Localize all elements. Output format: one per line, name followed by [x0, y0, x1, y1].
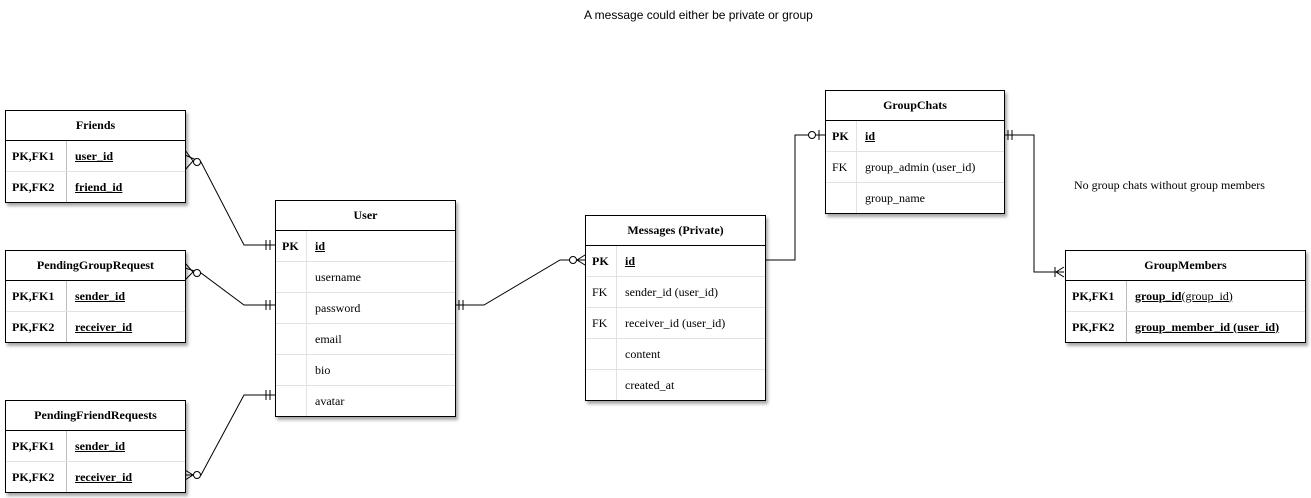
field-name: avatar — [306, 386, 455, 416]
circle-pfr — [193, 471, 201, 479]
field-name: group_member_id (user_id) — [1126, 312, 1305, 342]
crow-foot-friends — [184, 149, 194, 171]
rel-friends-user — [184, 154, 275, 246]
field-name: bio — [306, 355, 455, 385]
bar-groupchats-members — [1007, 130, 1013, 140]
entity-title: User — [276, 201, 455, 231]
field-name: group_admin (user_id) — [856, 152, 1004, 182]
entity-row: PK id — [276, 231, 455, 261]
diagram-note-message-type: A message could either be private or gro… — [584, 8, 813, 22]
field-name: group_id — [1135, 288, 1182, 303]
rel-messages-groupchats — [765, 134, 825, 261]
entity-row: password — [276, 292, 455, 323]
entity-row: PK,FK2 friend_id — [6, 171, 185, 202]
field-name: receiver_id — [66, 312, 185, 342]
entity-row: content — [586, 338, 765, 369]
key-label: FK — [592, 284, 608, 299]
key-label: PK — [832, 128, 849, 143]
entity-row: avatar — [276, 385, 455, 416]
entity-row: bio — [276, 354, 455, 385]
key-label: FK — [832, 159, 848, 174]
bar-user-pgr — [265, 300, 271, 310]
field-name: friend_id — [66, 172, 185, 202]
rel-pfr-user — [185, 394, 275, 476]
entity-title: GroupMembers — [1066, 251, 1305, 281]
key-label: PK,FK1 — [12, 438, 55, 453]
rel-pgr-user — [184, 267, 275, 306]
entity-row: FK group_admin (user_id) — [826, 151, 1004, 182]
field-name: id — [306, 231, 455, 261]
entity-row: PK id — [586, 246, 765, 276]
key-label: PK,FK1 — [12, 288, 55, 303]
entity-title: PendingFriendRequests — [6, 401, 185, 431]
field-name: id — [616, 246, 765, 276]
key-label: PK,FK1 — [1072, 288, 1115, 303]
field-name: password — [306, 293, 455, 323]
rel-user-messages — [455, 259, 585, 306]
note-group-members: No group chats without group members — [1074, 178, 1265, 192]
entity-title: PendingGroupRequest — [6, 251, 185, 281]
entity-pending-group-request[interactable]: PendingGroupRequest PK,FK1 sender_id PK,… — [5, 250, 186, 343]
crow-foot-pgr — [184, 262, 194, 281]
entity-row: created_at — [586, 369, 765, 400]
bar-user-pfr — [265, 390, 271, 400]
key-label: PK — [282, 238, 299, 253]
field-name: user_id — [66, 141, 185, 171]
circle-friends — [193, 158, 201, 166]
key-label: FK — [592, 315, 608, 330]
entity-row: PK,FK1 group_id (group_id) — [1066, 281, 1305, 311]
entity-row: username — [276, 261, 455, 292]
field-name: sender_id — [66, 431, 185, 461]
entity-row: PK,FK2 receiver_id — [6, 461, 185, 492]
field-name: created_at — [616, 370, 765, 400]
circle-groupchats — [808, 131, 816, 139]
field-name: receiver_id (user_id) — [616, 308, 765, 338]
entity-friends[interactable]: Friends PK,FK1 user_id PK,FK2 friend_id — [5, 110, 186, 203]
circle-pgr — [193, 269, 201, 277]
entity-row: group_name — [826, 182, 1004, 213]
field-name: receiver_id — [66, 462, 185, 492]
bar-user-messages — [458, 300, 464, 310]
field-name-wrapper: group_id (group_id) — [1126, 281, 1305, 311]
entity-messages-private[interactable]: Messages (Private) PK id FK sender_id (u… — [585, 215, 766, 401]
field-name: group_name — [856, 183, 1004, 213]
entity-row: PK,FK1 user_id — [6, 141, 185, 171]
field-name: email — [306, 324, 455, 354]
rel-groupchats-members — [1004, 134, 1064, 273]
entity-pending-friend-requests[interactable]: PendingFriendRequests PK,FK1 sender_id P… — [5, 400, 186, 493]
field-name: id — [856, 121, 1004, 151]
bar-user-friends — [265, 240, 271, 250]
key-label: PK — [592, 253, 609, 268]
entity-row: PK,FK1 sender_id — [6, 281, 185, 311]
entity-title: Friends — [6, 111, 185, 141]
entity-row: email — [276, 323, 455, 354]
entity-group-members[interactable]: GroupMembers PK,FK1 group_id (group_id) … — [1065, 250, 1306, 343]
field-name: content — [616, 339, 765, 369]
entity-row: PK,FK2 receiver_id — [6, 311, 185, 342]
entity-row: PK,FK2 group_member_id (user_id) — [1066, 311, 1305, 342]
key-label: PK,FK2 — [12, 179, 55, 194]
circle-messages — [569, 256, 577, 264]
entity-title: GroupChats — [826, 91, 1004, 121]
entity-row: PK id — [826, 121, 1004, 151]
crow-foot-members — [1054, 266, 1065, 278]
entity-row: FK receiver_id (user_id) — [586, 307, 765, 338]
entity-user[interactable]: User PK id username password email bio a… — [275, 200, 456, 417]
entity-group-chats[interactable]: GroupChats PK id FK group_admin (user_id… — [825, 90, 1005, 214]
key-label: PK,FK2 — [1072, 319, 1115, 334]
field-name: sender_id (user_id) — [616, 277, 765, 307]
entity-row: FK sender_id (user_id) — [586, 276, 765, 307]
key-label: PK,FK1 — [12, 148, 55, 163]
field-name: username — [306, 262, 455, 292]
field-name-suffix: (group_id) — [1181, 288, 1233, 303]
key-label: PK,FK2 — [12, 469, 55, 484]
field-name: sender_id — [66, 281, 185, 311]
entity-title: Messages (Private) — [586, 216, 765, 246]
entity-row: PK,FK1 sender_id — [6, 431, 185, 461]
key-label: PK,FK2 — [12, 319, 55, 334]
